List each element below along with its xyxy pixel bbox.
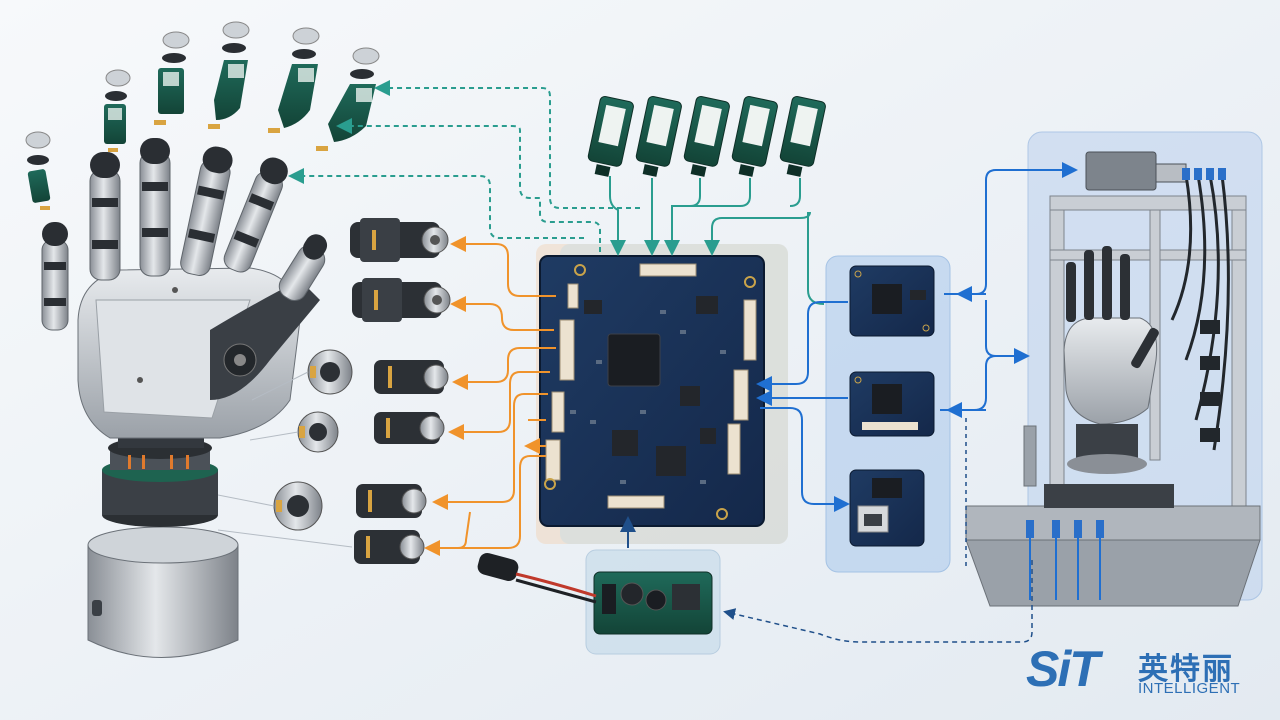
tactile-board-5 <box>779 96 826 177</box>
motor-7 <box>273 481 323 531</box>
fingertip-sensor-4 <box>208 21 250 129</box>
logo-mark: SiT <box>1026 641 1100 697</box>
finger-index <box>180 146 233 276</box>
tactile-board-3 <box>683 96 730 177</box>
communication-modules <box>825 255 951 573</box>
motor-3 <box>307 349 353 395</box>
comm-module-2 <box>849 371 935 437</box>
motor-5 <box>297 411 339 453</box>
comm-module-1 <box>849 265 935 337</box>
logo-name-en: INTELLIGENT <box>1138 680 1241 697</box>
tactile-sensor-array-boards <box>587 96 826 177</box>
motor-links <box>424 236 556 556</box>
tactile-board-1 <box>587 96 634 177</box>
fingertip-sensor-flex-boards <box>25 21 380 210</box>
fingertip-sensor-1 <box>25 131 51 210</box>
comm-links <box>756 162 1078 570</box>
sensor-links <box>288 80 825 305</box>
tactile-board-4 <box>731 96 778 177</box>
logo-name-cn: 英特丽 <box>1138 652 1234 687</box>
finger-extra <box>223 157 288 273</box>
finger-pinky <box>41 222 69 331</box>
finger-middle <box>139 138 171 277</box>
comm-module-3 <box>849 469 925 547</box>
tactile-board-2 <box>635 96 682 177</box>
power-supply-board <box>477 549 721 655</box>
power-links <box>620 516 1033 643</box>
brand-logo: SiT 英特丽 INTELLIGENT <box>1026 640 1266 706</box>
fingertip-sensor-3 <box>154 31 190 125</box>
robotic-hand <box>41 138 328 658</box>
motor-8 <box>356 484 427 518</box>
motor-9 <box>354 530 425 564</box>
motor-6 <box>374 412 445 444</box>
main-control-board <box>536 244 788 544</box>
finger-ring <box>89 152 121 281</box>
fingertip-sensor-5 <box>268 27 320 133</box>
motor-1 <box>350 218 449 262</box>
fingertip-sensor-2 <box>104 69 131 152</box>
motor-4 <box>374 360 449 394</box>
test-fixture-rig <box>965 131 1263 607</box>
joint-actuator-motors <box>217 218 451 564</box>
motor-2 <box>352 278 451 322</box>
